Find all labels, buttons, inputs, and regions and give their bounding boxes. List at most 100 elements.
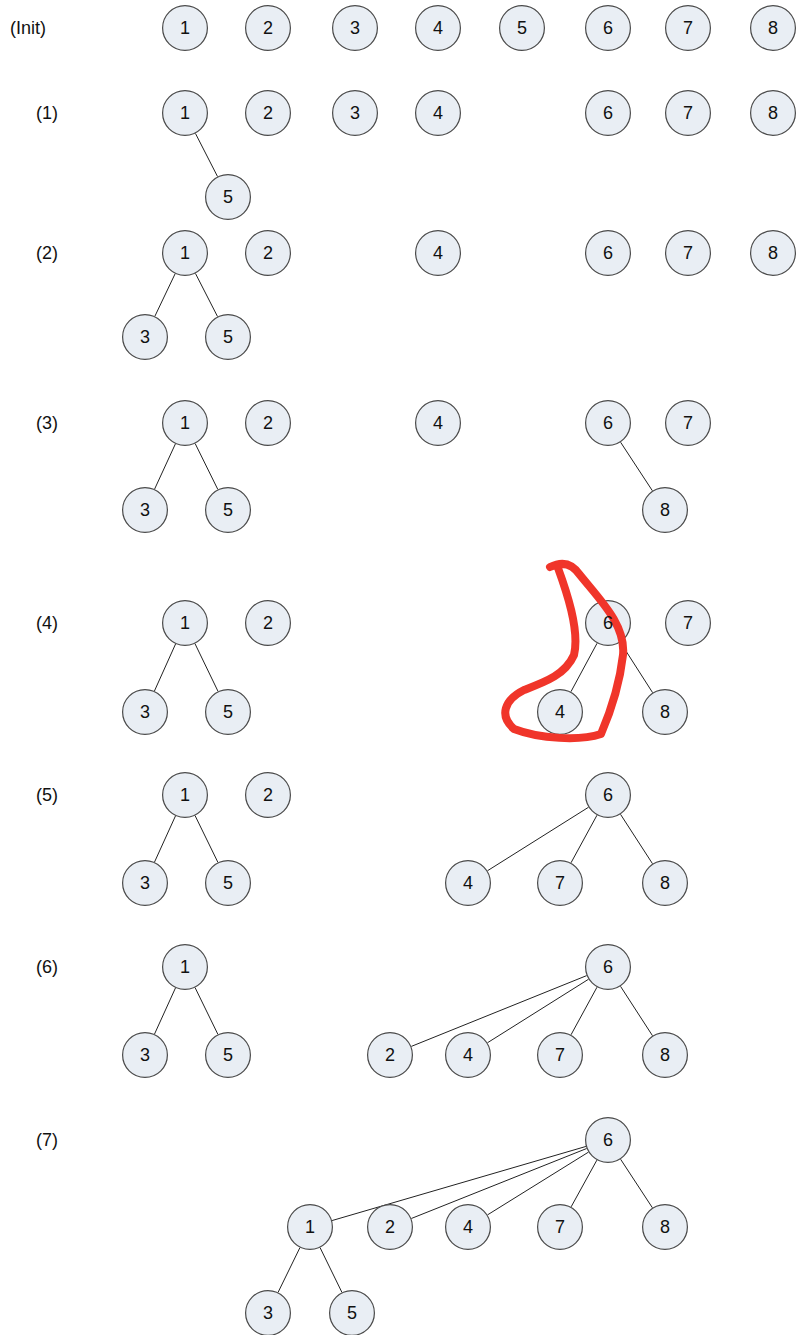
node-number: 7 [537,1032,583,1078]
set-node: 7 [665,90,711,136]
circle-outline [666,6,711,51]
tree-edge [155,816,176,862]
circle-outline [163,231,208,276]
set-node: 8 [642,860,688,906]
circle-outline [416,401,461,446]
node-number: 5 [205,689,251,735]
circle-outline [586,231,631,276]
node-number: 4 [415,400,461,446]
node-number: 8 [642,689,688,735]
tree-edge [195,444,218,490]
tree-edge [621,1159,653,1208]
circle-outline [333,6,378,51]
circle-outline [666,231,711,276]
tree-edge [571,815,597,863]
circle-outline [586,401,631,446]
set-node: 3 [122,487,168,533]
circle-outline [246,1291,291,1335]
set-node: 6 [585,5,631,51]
set-node: 4 [537,689,583,735]
circle-outline [586,773,631,818]
node-number: 2 [367,1204,413,1250]
node-number: 6 [585,90,631,136]
node-number: 2 [367,1032,413,1078]
circle-outline [643,861,688,906]
node-number: 4 [415,5,461,51]
set-node: 1 [162,90,208,136]
node-number: 4 [537,689,583,735]
tree-edge [621,814,653,863]
tree-edge [154,644,175,691]
circle-outline [123,1033,168,1078]
circle-outline [666,601,711,646]
tree-edge [195,988,218,1035]
node-number: 1 [162,230,208,276]
step-label: (6) [36,957,58,978]
circle-outline [206,861,251,906]
node-number: 1 [162,400,208,446]
tree-edge [195,133,217,176]
set-node: 8 [750,230,796,276]
node-number: 8 [642,1204,688,1250]
set-node: 2 [245,600,291,646]
node-number: 2 [245,90,291,136]
node-number: 6 [585,5,631,51]
circle-outline [163,6,208,51]
node-number: 2 [245,5,291,51]
circle-outline [446,1033,491,1078]
circle-outline [206,1033,251,1078]
node-number: 1 [287,1204,333,1250]
circle-outline [751,231,796,276]
node-number: 7 [665,400,711,446]
node-number: 7 [665,230,711,276]
circle-outline [206,488,251,533]
tree-edge [195,273,217,316]
set-node: 4 [415,230,461,276]
circle-outline [206,690,251,735]
tree-edge [488,1152,589,1215]
node-number: 1 [162,944,208,990]
node-number: 7 [665,90,711,136]
circle-outline [751,91,796,136]
set-node: 5 [499,5,545,51]
set-node: 8 [642,1032,688,1078]
node-number: 7 [665,600,711,646]
set-node: 2 [245,90,291,136]
circle-outline [206,315,251,360]
circle-outline [163,91,208,136]
node-number: 6 [585,1117,631,1163]
set-node: 5 [205,689,251,735]
set-node: 3 [122,1032,168,1078]
set-node: 1 [162,400,208,446]
tree-edge [320,1248,342,1293]
set-node: 2 [245,230,291,276]
set-node: 4 [415,400,461,446]
node-number: 3 [332,5,378,51]
set-node: 7 [537,1204,583,1250]
circle-outline [123,861,168,906]
circle-outline [163,601,208,646]
circle-outline [163,773,208,818]
circle-outline [416,91,461,136]
red-highlight [505,564,623,738]
node-number: 2 [245,400,291,446]
set-node: 1 [162,772,208,818]
node-number: 2 [245,772,291,818]
tree-edge [155,274,175,316]
step-label: (1) [36,103,58,124]
node-number: 5 [205,860,251,906]
circle-outline [751,6,796,51]
circle-outline [586,91,631,136]
set-node: 3 [122,860,168,906]
set-node: 8 [642,689,688,735]
tree-edge [620,642,652,692]
step-label: (Init) [10,18,46,39]
node-number: 1 [162,90,208,136]
node-number: 6 [585,944,631,990]
node-number: 8 [750,90,796,136]
node-number: 1 [162,600,208,646]
set-node: 8 [642,487,688,533]
set-node: 3 [122,689,168,735]
tree-edge [487,979,588,1043]
